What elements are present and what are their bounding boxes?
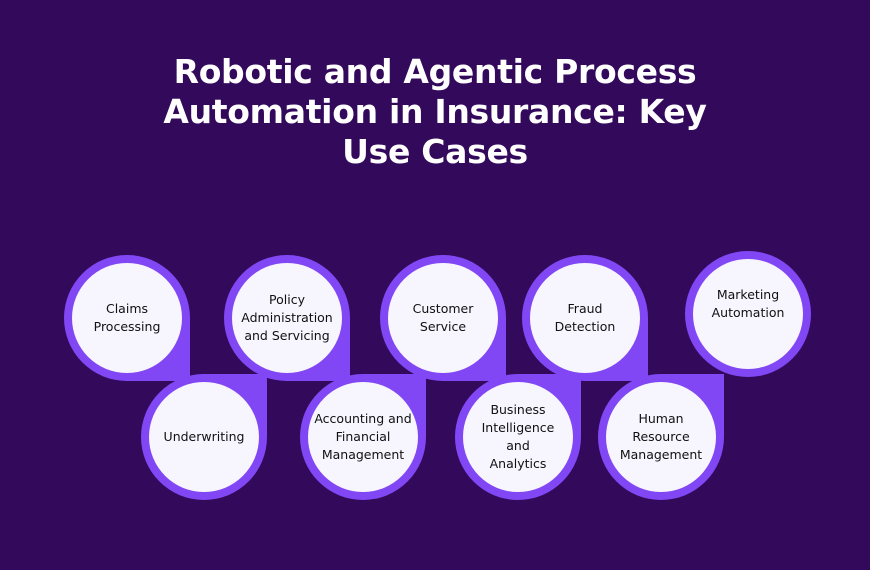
use-case-accounting: Accounting and Financial Management (300, 374, 426, 500)
use-case-business-intelligence: Business Intelligence and Analytics (455, 374, 581, 500)
use-case-circle: Claims Processing (72, 263, 182, 373)
title-line-2: Automation in Insurance: Key (163, 92, 707, 131)
use-case-underwriting: Underwriting (141, 374, 267, 500)
use-case-circle: Customer Service (388, 263, 498, 373)
use-case-claims-processing: Claims Processing (64, 255, 190, 381)
title-line-1: Robotic and Agentic Process (173, 52, 697, 91)
use-case-policy-administration: Policy Administration and Servicing (224, 255, 350, 381)
use-case-fraud-detection: Fraud Detection (522, 255, 648, 381)
use-case-label: Accounting and Financial Management (314, 411, 412, 462)
use-case-label: Marketing Automation (711, 287, 785, 320)
use-case-label: Underwriting (163, 429, 245, 444)
use-case-circle: Accounting and Financial Management (308, 382, 418, 492)
use-case-circle: Marketing Automation (693, 259, 803, 369)
title-line-3: Use Cases (342, 132, 528, 171)
page-title: Robotic and Agentic Process Automation i… (0, 52, 870, 172)
use-case-customer-service: Customer Service (380, 255, 506, 381)
use-case-label: Policy Administration and Servicing (241, 292, 333, 343)
use-case-label: Human Resource Management (619, 411, 703, 462)
use-case-label: Customer Service (412, 301, 474, 334)
use-case-label: Fraud Detection (554, 301, 616, 334)
use-case-label: Business Intelligence and Analytics (481, 402, 555, 471)
use-case-circle: Underwriting (149, 382, 259, 492)
use-case-label: Claims Processing (93, 301, 161, 334)
use-case-human-resource: Human Resource Management (598, 374, 724, 500)
use-case-marketing-automation: Marketing Automation (685, 251, 811, 377)
use-case-circle: Fraud Detection (530, 263, 640, 373)
use-case-circle: Policy Administration and Servicing (232, 263, 342, 373)
use-case-circle: Business Intelligence and Analytics (463, 382, 573, 492)
use-case-circle: Human Resource Management (606, 382, 716, 492)
